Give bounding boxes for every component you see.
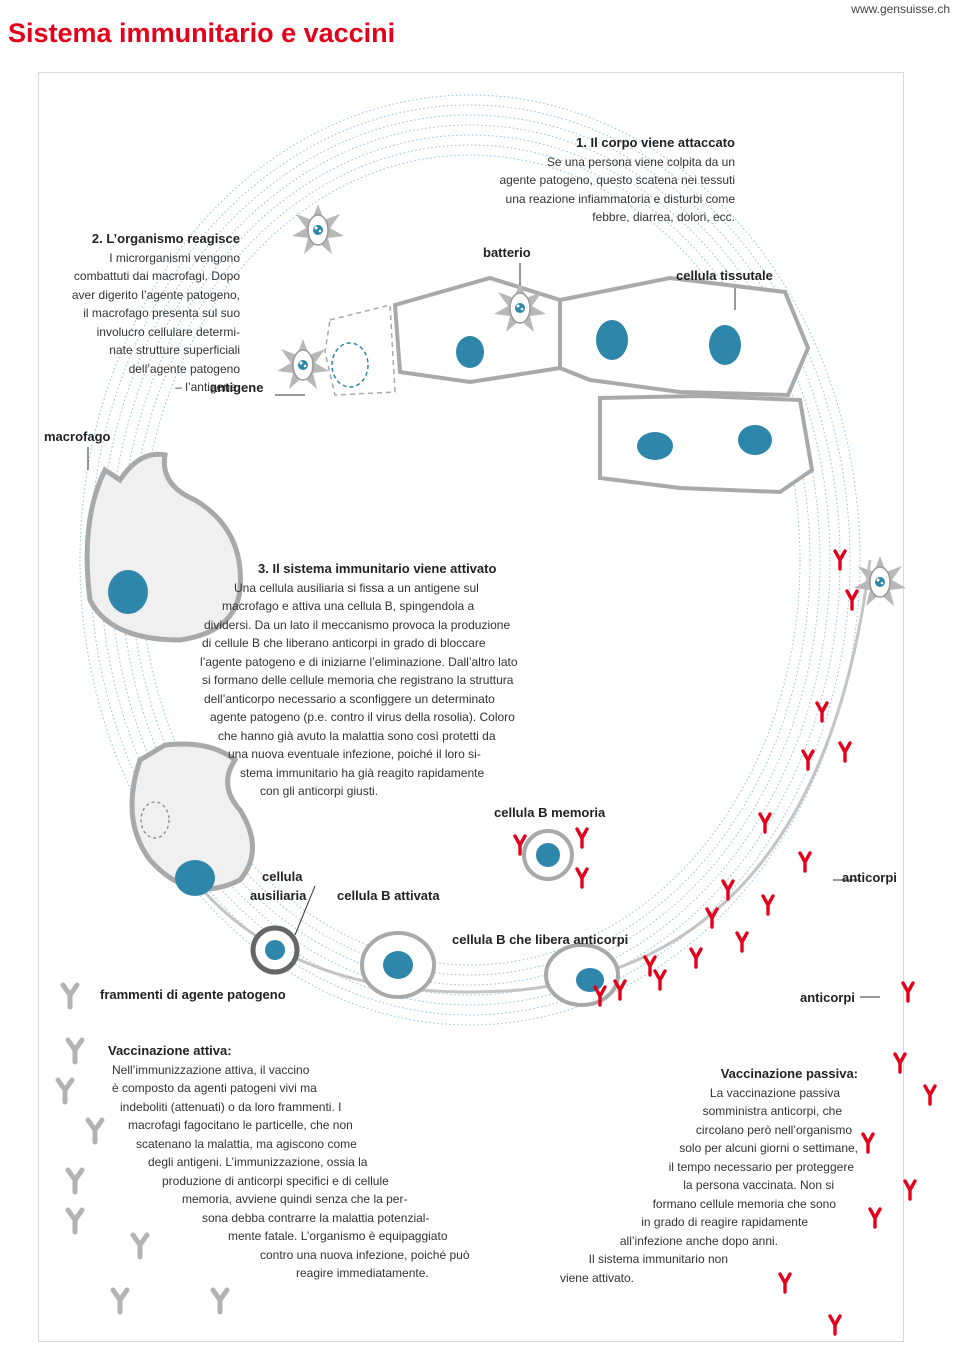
- vacc-passiva-line: circolano però nell’organismo: [695, 1122, 852, 1137]
- vacc-attiva-line: indeboliti (attenuati) o da loro frammen…: [120, 1099, 342, 1114]
- label-macrofago: macrofago: [44, 429, 111, 444]
- step3-line: dell’anticorpo necessario a sconfiggere …: [204, 691, 495, 706]
- vacc-attiva-line: reagire immediatamente.: [296, 1266, 429, 1280]
- label-cellula-tissutale: cellula tissutale: [676, 268, 773, 283]
- page-title: Sistema immunitario e vaccini: [8, 18, 396, 48]
- label-cellula-b-libera: cellula B che libera anticorpi: [452, 932, 629, 947]
- label-anticorpi-1: anticorpi: [842, 870, 897, 885]
- step2-line: – l’antigene.: [175, 380, 240, 394]
- step3-line: Una cellula ausiliaria si fissa a un ant…: [234, 580, 479, 595]
- vacc-attiva-line: scatenano la malattia, ma agiscono come: [136, 1136, 357, 1151]
- step3-line: stema immunitario ha già reagito rapidam…: [240, 765, 485, 780]
- step3-line: con gli anticorpi giusti.: [260, 784, 379, 798]
- vacc-passiva-line: la persona vaccinata. Non si: [683, 1178, 834, 1192]
- step2-line: combattuti dai macrofagi. Dopo: [73, 269, 240, 283]
- step3-line: si formano delle cellule memoria che reg…: [202, 673, 514, 687]
- step2-line: I microrganismi vengono: [109, 250, 240, 265]
- vacc-passiva-line: Il sistema immunitario non: [588, 1252, 728, 1266]
- vacc-attiva-line: mente fatale. L’organismo è equipaggiato: [228, 1229, 448, 1243]
- vacc-attiva-line: macrofagi fagocitano le particelle, che …: [128, 1118, 353, 1132]
- tissue-nuclei: [456, 320, 772, 460]
- step2-line: aver digerito l’agente patogeno,: [71, 287, 240, 302]
- step3-line: che hanno già avuto la malattia sono cos…: [218, 728, 496, 743]
- label-batterio: batterio: [483, 245, 531, 260]
- step2-line: nate strutture superficiali: [109, 343, 240, 357]
- step3-line: di cellule B che liberano anticorpi in g…: [202, 636, 486, 650]
- vacc-passiva-block: Vaccinazione passiva: La vaccinazione pa…: [540, 1065, 858, 1287]
- vacc-attiva-line: Nell’immunizzazione attiva, il vaccino: [112, 1062, 310, 1077]
- step2-line: il macrofago presenta sul suo: [83, 306, 240, 320]
- vacc-passiva-line: somministra anticorpi, che: [702, 1104, 842, 1118]
- label-ausiliaria: ausiliaria: [250, 888, 307, 903]
- vacc-attiva-line: degli antigeni. L’immunizzazione, ossia …: [148, 1155, 368, 1169]
- step2-block: 2. L’organismo reagisce I microrganismi …: [40, 230, 240, 397]
- step1-line: agente patogeno, questo scatena nei tess…: [499, 173, 735, 187]
- vacc-attiva-line: è composto da agenti patogeni vivi ma: [112, 1081, 317, 1095]
- vacc-attiva-line: contro una nuova infezione, poiché può: [260, 1247, 470, 1262]
- step1-heading: 1. Il corpo viene attaccato: [576, 135, 735, 150]
- label-cellula-ausiliaria-line: cellula: [262, 869, 303, 884]
- vacc-attiva-line: sona debba contrarre la malattia potenzi…: [202, 1210, 430, 1225]
- label-cellula-b-memoria: cellula B memoria: [494, 805, 606, 820]
- step3-line: macrofago e attiva una cellula B, spinge…: [222, 599, 475, 613]
- step2-heading: 2. L’organismo reagisce: [91, 231, 240, 246]
- label-cellula-b-attivata: cellula B attivata: [337, 888, 440, 903]
- step1-line: Se una persona viene colpita da un: [546, 154, 735, 169]
- step2-line: involucro cellulare determi-: [96, 324, 240, 339]
- vacc-passiva-heading: Vaccinazione passiva:: [720, 1066, 858, 1081]
- vacc-passiva-line: solo per alcuni giorni o settimane,: [679, 1141, 858, 1155]
- vacc-passiva-line: formano cellule memoria che sono: [652, 1196, 836, 1211]
- step3-line: agente patogeno (p.e. contro il virus de…: [210, 710, 515, 724]
- step1-line: febbre, diarrea, dolori, ecc.: [592, 210, 735, 224]
- step1-block: 1. Il corpo viene attaccato Se una perso…: [470, 134, 735, 227]
- vacc-attiva-block: Vaccinazione attiva: Nell’immunizzazione…: [108, 1042, 508, 1283]
- step2-line: dell’agente patogeno: [128, 361, 240, 376]
- step3-line: l’agente patogeno e di iniziarne l’elimi…: [200, 654, 518, 669]
- flow-arc: [158, 559, 872, 994]
- step1-line: una reazione infiammatoria e disturbi co…: [505, 191, 735, 206]
- step3-line: dividersi. Da un lato il meccanismo prov…: [204, 617, 511, 632]
- step3-line: una nuova eventuale infezione, poiché il…: [228, 747, 481, 761]
- vacc-attiva-line: memoria, avviene quindi senza che la per…: [182, 1192, 408, 1206]
- label-antigene: antigene: [210, 380, 264, 395]
- label-cellula-ausiliaria: cellula: [262, 869, 302, 884]
- vacc-passiva-line: in grado di reagire rapidamente: [641, 1215, 808, 1229]
- tissue-cells: [392, 275, 815, 495]
- label-frammenti: frammenti di agente patogeno: [100, 987, 286, 1002]
- step3-heading: 3. Il sistema immunitario viene attivato: [258, 561, 497, 576]
- vacc-passiva-line: il tempo necessario per proteggere: [668, 1159, 854, 1174]
- step3-block: 3. Il sistema immunitario viene attivato…: [200, 560, 560, 801]
- macrophage-bottom: [129, 741, 255, 892]
- label-anticorpi-2: anticorpi: [800, 990, 855, 1005]
- content-frame: [38, 72, 904, 1342]
- vacc-passiva-line: La vaccinazione passiva: [709, 1085, 840, 1100]
- vacc-passiva-line: all’infezione anche dopo anni.: [619, 1233, 778, 1248]
- vacc-passiva-line: viene attivato.: [559, 1270, 634, 1285]
- site-url: www.gensuisse.ch: [851, 2, 950, 16]
- vacc-attiva-line: produzione di anticorpi specifici e di c…: [162, 1173, 389, 1188]
- vacc-attiva-heading: Vaccinazione attiva:: [108, 1043, 232, 1058]
